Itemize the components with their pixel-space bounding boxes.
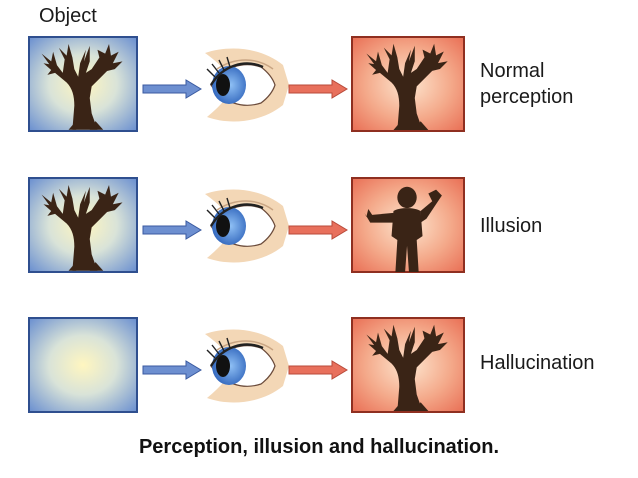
- object-heading: Object: [39, 5, 97, 27]
- object-panel: [28, 317, 138, 413]
- row-label-illusion: Illusion: [480, 213, 542, 239]
- object-panel: [28, 177, 138, 273]
- arrow-right-icon: [142, 79, 202, 99]
- row-illusion: [28, 177, 465, 273]
- arrow-right-icon: [142, 360, 202, 380]
- arrow-right-icon: [288, 220, 348, 240]
- figure-caption: Perception, illusion and hallucination.: [138, 436, 500, 458]
- arrow-right-icon: [288, 79, 348, 99]
- row-label-line: perception: [480, 86, 574, 108]
- eye-icon: [203, 47, 290, 123]
- perceived-panel: [351, 317, 465, 413]
- arrow-right-icon: [142, 220, 202, 240]
- row-label-hallucination: Hallucination: [480, 350, 595, 376]
- row-normal-perception: [28, 36, 465, 132]
- row-label-normal-perception: Normal perception: [480, 58, 573, 110]
- arrow-right-icon: [288, 360, 348, 380]
- row-label-line: Hallucination: [480, 352, 595, 374]
- row-label-line: Illusion: [480, 215, 543, 237]
- row-label-line: Normal: [480, 60, 545, 82]
- row-hallucination: [28, 317, 465, 413]
- eye-icon: [203, 188, 290, 264]
- perceived-panel: [351, 36, 465, 132]
- perceived-panel: [351, 177, 465, 273]
- object-panel: [28, 36, 138, 132]
- eye-icon: [203, 328, 290, 404]
